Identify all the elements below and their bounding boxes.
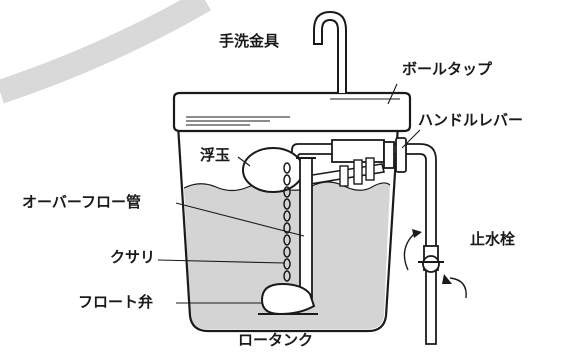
stop-valve-arrow-right [449,277,467,299]
label-ball-tap: ボールタップ [402,60,493,78]
handle-lever [395,137,407,173]
lid-highlight-lines [186,98,400,126]
overflow-pipe [299,157,313,299]
chain [283,162,291,282]
flush-valve [260,282,316,316]
leader-lines [157,83,421,304]
float-ball [242,147,304,193]
label-overflow-pipe: オーバーフロー管 [22,193,141,211]
water-surface [183,181,391,192]
label-flush-valve: フロート弁 [78,293,154,311]
arrow-head-right [442,274,452,284]
inlet-pipe [291,143,437,345]
tank-body [176,124,400,333]
valve-linkage [339,157,375,187]
decorative-swoosh [0,0,212,104]
label-chain: クサリ [110,248,156,266]
stop-valve-knob [422,255,440,273]
label-handle-lever: ハンドルレバー [418,111,524,129]
ball-tap-body [331,139,385,163]
label-float-ball: 浮玉 [200,146,231,164]
ball-tap-fitting [383,141,395,169]
arrow-head-left [412,229,422,238]
hand-wash-faucet [313,10,347,93]
label-hand-wash-faucet: 手洗金具 [219,32,280,50]
label-low-tank: ロータンク [238,331,314,349]
label-stop-valve: 止水栓 [470,230,516,248]
